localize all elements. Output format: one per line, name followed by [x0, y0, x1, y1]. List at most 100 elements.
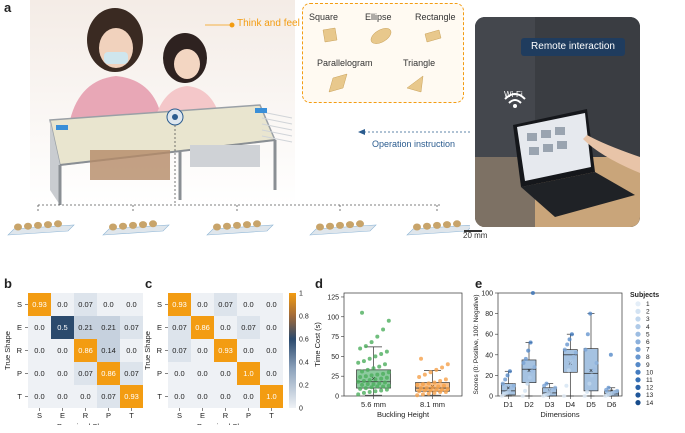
data-point	[615, 388, 620, 393]
data-point	[415, 382, 420, 387]
actuator-bump	[44, 221, 52, 229]
remote-interaction-label: Remote interaction	[521, 38, 625, 56]
data-point	[562, 394, 567, 398]
legend-entry: 9	[646, 362, 650, 369]
heat-cell	[51, 293, 74, 316]
data-point	[369, 373, 374, 378]
data-point	[373, 354, 378, 359]
data-point	[505, 373, 510, 378]
data-point	[588, 311, 593, 316]
x-axis-label: Perceived Shape	[197, 422, 254, 425]
actuator-bump	[336, 221, 344, 229]
actuator-bump	[316, 223, 324, 231]
heat-cell	[237, 362, 260, 385]
rectangle-shape-icon	[424, 29, 442, 43]
data-point	[553, 385, 558, 390]
heat-cell	[214, 339, 237, 362]
heat-cell	[191, 339, 214, 362]
actuator-bump	[243, 221, 251, 229]
data-point	[569, 332, 574, 337]
heat-cell	[97, 385, 120, 408]
data-point	[532, 365, 537, 370]
data-point	[436, 384, 441, 389]
data-point	[525, 381, 530, 386]
x-tick-label: R	[223, 411, 229, 420]
actuator-bump	[233, 221, 241, 229]
legend-marker	[635, 316, 641, 322]
actuator-bump	[129, 221, 137, 229]
actuator-bump	[346, 221, 354, 229]
heat-cell	[214, 362, 237, 385]
data-point	[523, 388, 528, 393]
actuator-array-row	[7, 220, 470, 236]
heat-cell	[120, 316, 143, 339]
heat-cell-value: 0.0	[34, 323, 44, 332]
boxplot-e: 020406080100×D1×D2×D3×D4×D5×D6Dimensions…	[473, 291, 659, 420]
data-point	[356, 360, 361, 365]
colorbar-tick-label: 0.4	[299, 360, 309, 367]
legend-entry: 5	[646, 331, 650, 338]
y-tick-label: 20	[485, 373, 493, 380]
data-point	[361, 378, 366, 383]
data-point	[382, 380, 387, 385]
legend-entry: 1	[646, 301, 650, 308]
heat-cell-value: 0.21	[78, 323, 93, 332]
heat-cell	[74, 316, 97, 339]
heat-cell	[28, 293, 51, 316]
heat-cell-value: 0.07	[172, 323, 187, 332]
wifi-icon	[504, 93, 526, 104]
data-point	[594, 361, 599, 366]
heat-cell	[97, 339, 120, 362]
data-point	[367, 356, 372, 361]
data-point	[564, 383, 569, 388]
heat-cell	[260, 293, 283, 316]
heat-cell-value: 0.0	[197, 392, 207, 401]
y-tick-label: 40	[485, 352, 493, 359]
legend-marker	[635, 339, 641, 345]
data-point	[565, 342, 570, 347]
legend-entry: 4	[646, 324, 650, 331]
legend-marker	[635, 362, 641, 368]
heat-cell-value: 0.0	[103, 300, 113, 309]
mean-marker: ×	[506, 385, 510, 392]
heat-cell	[51, 385, 74, 408]
legend-entry: 8	[646, 354, 650, 361]
heat-cell-value: 0.0	[243, 346, 253, 355]
data-point	[430, 385, 435, 390]
data-point	[445, 362, 450, 367]
y-tick-label: 100	[327, 314, 339, 321]
heat-cell	[214, 385, 237, 408]
heat-cell-value: 0.93	[172, 300, 187, 309]
data-point	[426, 381, 431, 386]
data-point	[445, 386, 450, 391]
data-point	[415, 393, 420, 398]
heat-cell	[97, 293, 120, 316]
actuator-base	[206, 224, 274, 236]
heat-cell-value: 0.0	[80, 392, 90, 401]
data-point	[567, 337, 572, 342]
heat-cell-value: 0.0	[57, 346, 67, 355]
heat-cell	[237, 293, 260, 316]
y-tick-label: R	[157, 346, 163, 355]
heat-cell	[168, 385, 191, 408]
heat-cell-value: 0.0	[57, 369, 67, 378]
y-tick-label: E	[157, 323, 162, 332]
data-point	[377, 381, 382, 386]
data-point	[606, 385, 611, 390]
heat-cell	[168, 293, 191, 316]
heat-cell	[237, 316, 260, 339]
scale-bar	[464, 230, 482, 232]
actuator-bump	[54, 220, 62, 228]
box-D5	[583, 348, 599, 392]
x-tick-label: D4	[566, 400, 576, 409]
x-tick-label: 5.6 mm	[361, 400, 386, 409]
actuator-bump	[423, 222, 431, 230]
panel-label-b: b	[4, 276, 12, 291]
data-point	[384, 349, 389, 354]
heat-cell-value: 0.0	[197, 346, 207, 355]
data-point	[382, 362, 387, 367]
colorbar-tick-label: 0.8	[299, 314, 309, 321]
y-axis-label: True Shape	[143, 331, 152, 370]
data-point	[592, 367, 597, 372]
